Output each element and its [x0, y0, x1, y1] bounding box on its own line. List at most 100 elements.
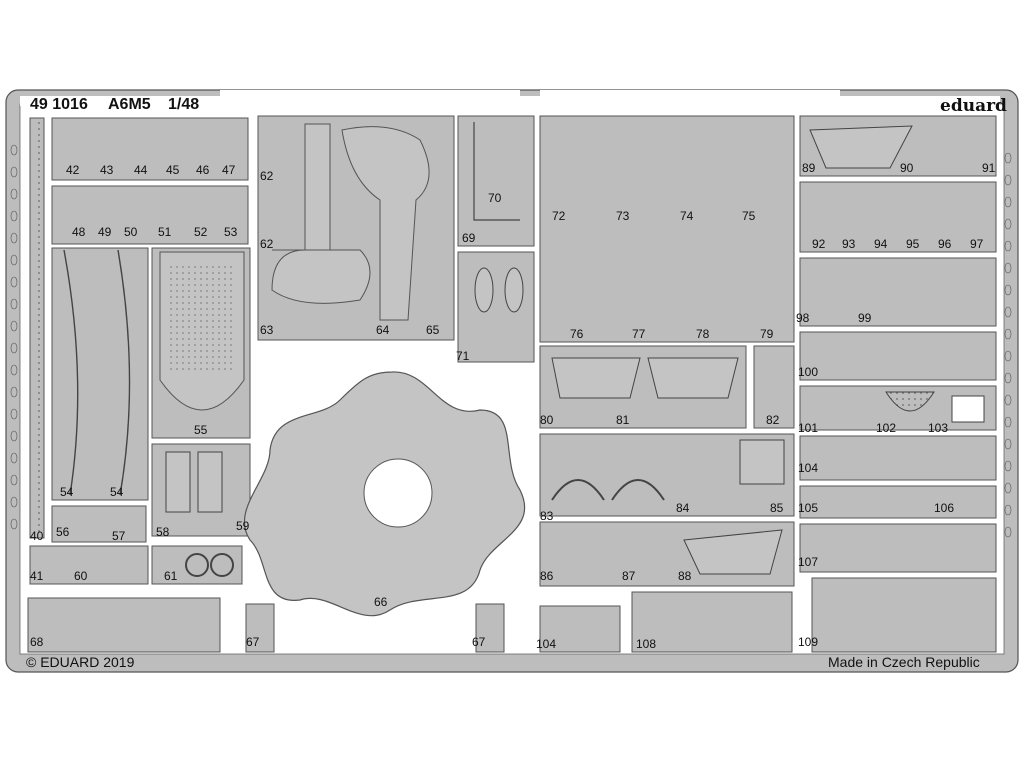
part-number-label: 53 [224, 225, 238, 239]
part-number-label: 42 [66, 163, 80, 177]
part-number-label: 93 [842, 237, 856, 251]
drop-mark [10, 496, 18, 508]
sheet-code: 49 1016 [30, 96, 88, 113]
drop-mark [1004, 482, 1012, 494]
part-number-label: 67 [246, 635, 260, 649]
part-69-70-frame [457, 115, 535, 247]
part-107-frame [799, 523, 997, 573]
part-number-label: 72 [552, 209, 566, 223]
sheet-scale: 1/48 [168, 96, 200, 113]
part-92-97-frame [799, 181, 997, 253]
drop-mark [1004, 240, 1012, 252]
drop-mark [10, 254, 18, 266]
part-41-60-frame [29, 545, 149, 585]
part-number-label: 78 [696, 327, 710, 341]
part-number-label: 94 [874, 237, 888, 251]
part-number-label: 102 [876, 421, 897, 435]
part-54-frame [51, 247, 149, 501]
part-number-label: 105 [798, 501, 819, 515]
drop-mark [10, 320, 18, 332]
sheet-model: A6M5 [108, 96, 151, 113]
part-number-label: 79 [760, 327, 774, 341]
part-number-label: 86 [540, 569, 554, 583]
part-number-label: 84 [676, 501, 690, 515]
part-56-57-frame [51, 505, 147, 543]
drop-mark [1004, 460, 1012, 472]
part-number-label: 46 [196, 163, 210, 177]
part-number-label: 74 [680, 209, 694, 223]
part-71-frame [457, 251, 535, 363]
origin-text: Made in Czech Republic [828, 654, 980, 670]
part-number-label: 95 [906, 237, 920, 251]
part-109-frame [811, 577, 997, 653]
part-67-right [475, 603, 505, 653]
part-number-label: 70 [488, 191, 502, 205]
drop-mark [10, 364, 18, 376]
part-98-99-frame [799, 257, 997, 327]
drop-mark [1004, 218, 1012, 230]
drop-mark [1004, 438, 1012, 450]
part-89-tray [809, 125, 913, 169]
part-number-label: 43 [100, 163, 114, 177]
part-number-label: 109 [798, 635, 819, 649]
drop-mark [1004, 152, 1012, 164]
drop-mark [1004, 284, 1012, 296]
part-82-frame [753, 345, 795, 429]
part-100-frame [799, 331, 997, 381]
drop-mark [10, 232, 18, 244]
part-number-label: 52 [194, 225, 208, 239]
part-number-label: 54 [60, 485, 74, 499]
part-number-label: 67 [472, 635, 486, 649]
part-104-frame [799, 435, 997, 481]
part-number-label: 90 [900, 161, 914, 175]
part-number-label: 104 [536, 637, 557, 651]
part-number-label: 59 [236, 519, 250, 533]
part-64-panel [341, 126, 430, 321]
part-number-label: 50 [124, 225, 138, 239]
part-number-label: 81 [616, 413, 630, 427]
drop-mark [1004, 262, 1012, 274]
brand-logo: eduard [940, 96, 1007, 116]
part-number-label: 85 [770, 501, 784, 515]
part-number-label: 80 [540, 413, 554, 427]
part-number-label: 48 [72, 225, 86, 239]
part-number-label: 96 [938, 237, 952, 251]
part-number-label: 75 [742, 209, 756, 223]
part-number-label: 71 [456, 349, 470, 363]
drop-mark [10, 144, 18, 156]
part-number-label: 89 [802, 161, 816, 175]
drop-mark [1004, 196, 1012, 208]
part-number-label: 54 [110, 485, 124, 499]
drop-mark [10, 386, 18, 398]
part-number-label: 61 [164, 569, 178, 583]
part-number-label: 73 [616, 209, 630, 223]
drop-mark [10, 452, 18, 464]
part-number-label: 87 [622, 569, 636, 583]
part-number-label: 103 [928, 421, 949, 435]
drop-mark [10, 408, 18, 420]
part-number-label: 99 [858, 311, 872, 325]
part-row-42-47 [51, 117, 249, 181]
part-number-label: 91 [982, 161, 996, 175]
part-number-label: 104 [798, 461, 819, 475]
drop-mark [1004, 394, 1012, 406]
part-number-label: 100 [798, 365, 819, 379]
drop-mark [1004, 416, 1012, 428]
drop-mark [10, 342, 18, 354]
part-number-label: 97 [970, 237, 984, 251]
part-number-label: 44 [134, 163, 148, 177]
drop-mark [1004, 504, 1012, 516]
part-number-label: 68 [30, 635, 44, 649]
header-band [20, 96, 1000, 106]
part-number-label: 62 [260, 169, 274, 183]
part-number-label: 58 [156, 525, 170, 539]
part-number-label: 106 [934, 501, 955, 515]
left-drop-marks [10, 144, 18, 530]
part-number-label: 108 [636, 637, 657, 651]
part-number-label: 76 [570, 327, 584, 341]
part-number-label: 69 [462, 231, 476, 245]
part-number-label: 92 [812, 237, 826, 251]
part-number-label: 49 [98, 225, 112, 239]
drop-mark [10, 298, 18, 310]
part-number-label: 56 [56, 525, 70, 539]
